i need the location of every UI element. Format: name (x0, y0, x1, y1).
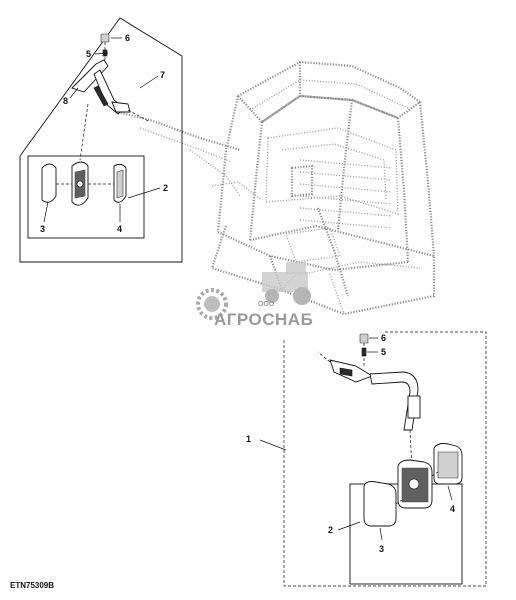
upper-mirror-detail: 6 5 8 7 2 3 4 (19, 17, 183, 263)
lower-arm-part (369, 371, 419, 431)
lower-arm-clamp (407, 395, 421, 419)
tractor-icon (262, 262, 311, 305)
watermark: ООО АГРОСНАБ (196, 262, 313, 329)
callout-upper-back: 4 (117, 224, 122, 234)
lower-cap-part (359, 333, 369, 344)
callout-lower-housing: 2 (328, 525, 333, 535)
callout-upper-assembly: 7 (160, 70, 165, 80)
callout-lower-pin: 5 (381, 347, 386, 357)
callout-upper-glass: 3 (40, 224, 45, 234)
callout-upper-cap: 6 (125, 33, 130, 43)
upper-arm-part (71, 59, 109, 93)
upper-head-box (27, 155, 145, 239)
lower-detail-frame (283, 331, 487, 587)
lower-glass-part (363, 481, 397, 527)
figure-code: ETN75309B (10, 581, 54, 590)
upper-glass-part (41, 163, 57, 203)
gear-icon (196, 288, 228, 320)
watermark-prefix: ООО (258, 301, 275, 308)
callout-lower-back: 4 (450, 504, 455, 514)
callout-lower-glass: 3 (379, 544, 384, 554)
watermark-text: АГРОСНАБ (214, 310, 313, 329)
callout-lower-cap: 6 (381, 333, 386, 343)
callout-upper-arm: 8 (63, 96, 68, 106)
callout-upper-housing: 2 (163, 183, 168, 193)
cab-frame (117, 60, 436, 316)
callout-upper-pin: 5 (86, 49, 91, 59)
upper-cap-part (100, 33, 110, 43)
callout-lower-assembly: 1 (246, 434, 251, 444)
lower-mirror-detail: 6 5 1 2 3 4 (246, 331, 487, 587)
